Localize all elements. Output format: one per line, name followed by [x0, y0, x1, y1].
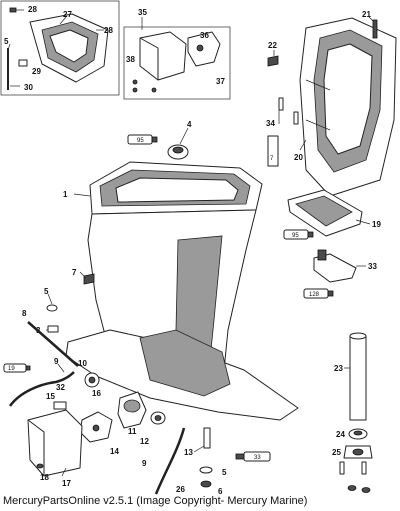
callout-23: 23	[334, 364, 343, 373]
bolt-part-34	[278, 97, 284, 111]
callout-18: 18	[40, 473, 49, 482]
stud-part-21	[372, 19, 378, 39]
callout-10: 10	[78, 359, 87, 368]
washer-part-29	[18, 59, 28, 67]
tube-label-33: 33	[254, 455, 261, 461]
right-lower-parts: 23 24 25	[332, 332, 373, 493]
callout-5b: 5	[44, 287, 49, 296]
left-fasteners: 7 5 3 8	[22, 268, 95, 367]
inset-box-center: 35 36 37 38	[123, 8, 231, 100]
callout-19: 19	[372, 220, 381, 229]
callout-35: 35	[138, 8, 147, 17]
callout-33: 33	[368, 262, 377, 271]
callout-14: 14	[110, 447, 119, 456]
callout-5a: 5	[4, 37, 9, 46]
tube-label-95b: 95	[292, 233, 299, 239]
tube-95-and-part-4: 95 4	[127, 120, 192, 160]
inset-box-left: 28 27 28 5 29 30	[0, 0, 120, 96]
callout-32: 32	[56, 383, 65, 392]
washer-part-5	[46, 304, 58, 312]
callout-36: 36	[200, 31, 209, 40]
callout-9a: 9	[54, 357, 59, 366]
driveshaft-housing-part-1: 1	[63, 161, 299, 421]
callout-4: 4	[187, 120, 192, 129]
callout-6: 6	[218, 487, 223, 496]
hose-part-9-left	[8, 371, 75, 407]
callout-24: 24	[336, 430, 345, 439]
callout-16: 16	[92, 389, 101, 398]
callout-12: 12	[140, 437, 149, 446]
callout-20: 20	[294, 153, 303, 162]
callout-15: 15	[46, 392, 55, 401]
callout-21: 21	[362, 10, 371, 19]
callout-25: 25	[332, 448, 341, 457]
callout-37: 37	[216, 77, 225, 86]
washer-part-5-lower	[199, 466, 213, 474]
pickup-part-33	[313, 253, 357, 283]
copyright-footer: MercuryPartsOnline v2.5.1 (Image Copyrig…	[3, 495, 308, 507]
callout-26: 26	[176, 485, 185, 494]
callout-5c: 5	[222, 468, 227, 477]
callout-17: 17	[62, 479, 71, 488]
hose-part-9-center	[154, 427, 186, 495]
center-lower-parts: 11 12 9 13 33 5 6 26	[117, 391, 271, 496]
callout-8: 8	[22, 309, 27, 318]
callout-38: 38	[126, 55, 135, 64]
driveshaft-part-23	[349, 335, 367, 421]
clip-part-22	[267, 55, 279, 67]
callout-22: 22	[268, 41, 277, 50]
tube-label-7: 7	[270, 156, 274, 162]
callout-11: 11	[128, 427, 137, 436]
callout-28a: 28	[28, 5, 37, 14]
tube-label-128: 128	[309, 292, 320, 298]
bolt-part-15	[53, 401, 67, 410]
callout-13: 13	[184, 448, 193, 457]
tube-label-19: 19	[8, 366, 15, 372]
callout-28b: 28	[104, 26, 113, 35]
callout-30: 30	[24, 83, 33, 92]
tube-part-7-upper	[267, 135, 279, 167]
bolt-part-3	[47, 325, 59, 333]
clip-part-7	[83, 273, 95, 285]
callout-29: 29	[32, 67, 41, 76]
nut-part-6	[200, 480, 212, 488]
bracket-part-37	[187, 31, 221, 67]
right-side-parts: 19 95 33 128	[283, 189, 381, 299]
tube-label-95a: 95	[137, 138, 144, 144]
callout-34: 34	[266, 119, 275, 128]
callout-9b: 9	[142, 459, 147, 468]
callout-27: 27	[63, 10, 72, 19]
screw-part-28	[9, 7, 17, 13]
callout-1: 1	[63, 190, 68, 199]
pin-part-13	[203, 427, 211, 449]
callout-7: 7	[72, 268, 77, 277]
left-lower-parts: 19 9 10 32 15 16 14 17 18	[3, 357, 119, 488]
adapter-housing-part-20: 7 21 22 34 20	[266, 10, 397, 197]
stud-part-8	[27, 321, 79, 367]
